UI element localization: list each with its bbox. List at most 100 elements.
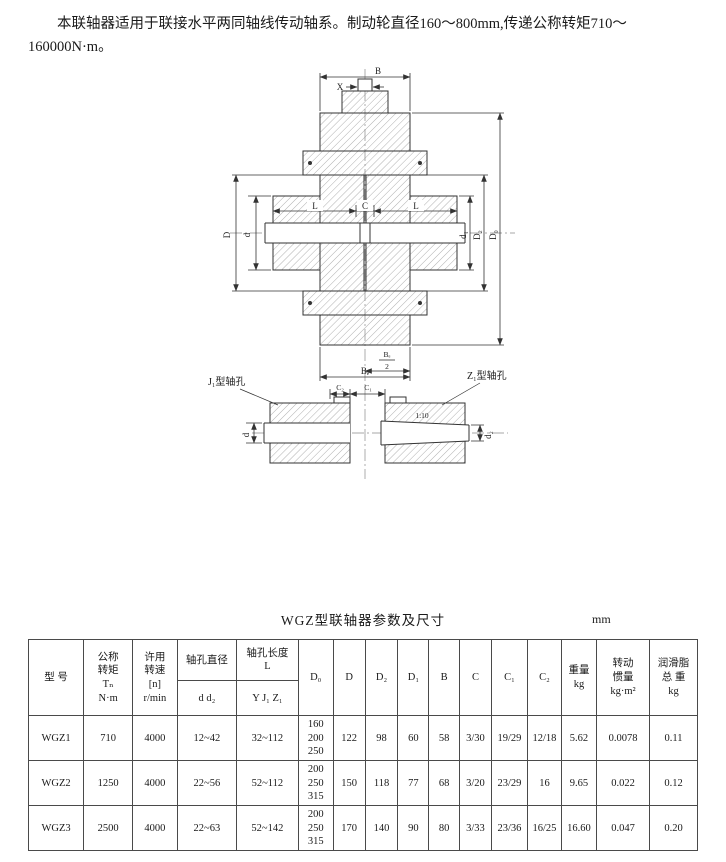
cell-D2: 98 <box>364 715 399 762</box>
cell-C: 3/20 <box>459 760 492 807</box>
header-row-2: d d₂ Y J₁ Z₁ <box>29 680 698 717</box>
dimension-lines-main <box>232 73 504 382</box>
cell-bore-dia: 12~42 <box>176 715 238 762</box>
cell-bore-dia: 22~56 <box>176 760 238 807</box>
table-row-wgz3: WGZ3 2500 4000 22~63 52~142 200 250 315 … <box>27 805 698 852</box>
intro-paragraph: 本联轴器适用于联接水平两同轴线传动轴系。制动轮直径160～800mm,传递公称转… <box>28 16 627 56</box>
header-C1: C₁ <box>490 639 528 717</box>
cell-D1: 77 <box>397 760 430 807</box>
header-bore-dia-sub: d d₂ <box>176 680 238 717</box>
dim-label-D0: D₀ <box>488 231 498 241</box>
header-B: B <box>428 639 461 717</box>
cell-grease: 0.20 <box>649 805 698 852</box>
dim-label-d2: d₂ <box>483 432 493 440</box>
cell-weight: 5.62 <box>560 715 597 762</box>
cell-model: WGZ1 <box>27 715 85 762</box>
header-model: 型 号 <box>27 639 85 717</box>
header-speed: 许用 转速 [n] r/min <box>132 639 178 717</box>
cell-C2: 12/18 <box>526 715 562 762</box>
cell-D1: 90 <box>397 805 430 852</box>
cell-D: 122 <box>332 715 366 762</box>
left-detail-label: J₁型轴孔 <box>208 375 245 388</box>
dim-label-Be-half-den: 2 <box>385 362 389 371</box>
header-row-1: 型 号 公称 转矩 Tₙ N·m 许用 转速 [n] r/min 轴孔直径 轴孔… <box>27 639 698 717</box>
header-D2: D₂ <box>364 639 399 717</box>
cell-C1: 19/29 <box>490 715 528 762</box>
header-grease: 润滑脂 总 重 kg <box>649 639 698 717</box>
cell-B: 68 <box>428 760 461 807</box>
header-D: D <box>332 639 366 717</box>
parameters-table: 型 号 公称 转矩 Tₙ N·m 许用 转速 [n] r/min 轴孔直径 轴孔… <box>27 639 698 852</box>
cell-model: WGZ2 <box>27 760 85 807</box>
table-row-wgz2: WGZ2 1250 4000 22~56 52~112 200 250 315 … <box>27 760 698 807</box>
cell-speed: 4000 <box>132 715 178 762</box>
cell-D2: 118 <box>364 760 399 807</box>
cell-inertia: 0.0078 <box>595 715 651 762</box>
header-bore-len-sub: Y J₁ Z₁ <box>236 680 299 717</box>
coupling-main-view <box>264 78 466 346</box>
cell-B: 58 <box>428 715 461 762</box>
cell-bore-dia: 22~63 <box>176 805 238 852</box>
cell-C1: 23/29 <box>490 760 528 807</box>
header-D1: D₁ <box>397 639 430 717</box>
cell-D1: 60 <box>397 715 430 762</box>
dim-label-d1: d₁ <box>458 232 468 240</box>
cell-C: 3/33 <box>459 805 492 852</box>
cell-D2: 140 <box>364 805 399 852</box>
dim-label-C2: C₂ <box>336 383 344 392</box>
header-inertia: 转动 惯量 kg·m² <box>595 639 651 717</box>
technical-drawing: B X D d L C L d₁ D₂ D₀ Bₑ 2 Bₑ <box>0 63 726 513</box>
table-row-wgz1: WGZ1 710 4000 12~42 32~112 160 200 250 1… <box>27 715 698 762</box>
cell-speed: 4000 <box>132 805 178 852</box>
cell-D0: 200 250 315 <box>297 805 334 852</box>
cell-C1: 23/36 <box>490 805 528 852</box>
cell-D0: 200 250 315 <box>297 760 334 807</box>
dim-label-Be: Bₑ <box>361 366 370 376</box>
cell-B: 80 <box>428 805 461 852</box>
header-C2: C₂ <box>526 639 562 717</box>
cell-model: WGZ3 <box>27 805 85 852</box>
table-title-row: WGZ型联轴器参数及尺寸 mm <box>0 609 726 629</box>
header-D0: D₀ <box>297 639 334 717</box>
cell-torque: 1250 <box>83 760 134 807</box>
dim-label-L-right: L <box>413 201 419 211</box>
dim-label-D2: D₂ <box>472 231 482 241</box>
dim-label-B: B <box>375 66 381 76</box>
taper-label: 1:10 <box>415 411 429 420</box>
cell-bore-len: 32~112 <box>236 715 299 762</box>
cell-speed: 4000 <box>132 760 178 807</box>
cell-inertia: 0.022 <box>595 760 651 807</box>
cell-D: 170 <box>332 805 366 852</box>
dim-label-L-left: L <box>312 201 318 211</box>
cell-grease: 0.11 <box>649 715 698 762</box>
dimension-lines-details <box>246 389 484 444</box>
shaft-hole-details <box>239 383 481 464</box>
header-weight: 重量 kg <box>560 639 597 717</box>
header-bore-len: 轴孔长度 L <box>236 639 299 682</box>
cell-inertia: 0.047 <box>595 805 651 852</box>
right-detail-label: Z₁型轴孔 <box>467 369 507 382</box>
dim-label-Be-half-num: Bₑ <box>384 350 391 359</box>
dim-label-C: C <box>362 201 368 211</box>
cell-torque: 2500 <box>83 805 134 852</box>
cell-grease: 0.12 <box>649 760 698 807</box>
table-title: WGZ型联轴器参数及尺寸 <box>280 613 446 629</box>
coupling-drawing: B X D d L C L d₁ D₂ D₀ Bₑ 2 Bₑ <box>208 66 515 480</box>
cell-bore-len: 52~112 <box>236 760 299 807</box>
cell-D0: 160 200 250 <box>297 715 334 762</box>
cell-bore-len: 52~142 <box>236 805 299 852</box>
dim-label-X: X <box>337 82 344 92</box>
dim-label-C1: C₁ <box>364 383 372 392</box>
cell-weight: 9.65 <box>560 760 597 807</box>
cell-torque: 710 <box>83 715 134 762</box>
cell-weight: 16.60 <box>560 805 597 852</box>
cell-C2: 16/25 <box>526 805 562 852</box>
cell-C2: 16 <box>526 760 562 807</box>
dim-label-d-bore: d <box>241 433 251 438</box>
label-backgrounds <box>307 200 424 212</box>
header-C: C <box>459 639 492 717</box>
header-bore-dia: 轴孔直径 <box>176 639 238 682</box>
cell-D: 150 <box>332 760 366 807</box>
table-unit: mm <box>592 612 611 627</box>
